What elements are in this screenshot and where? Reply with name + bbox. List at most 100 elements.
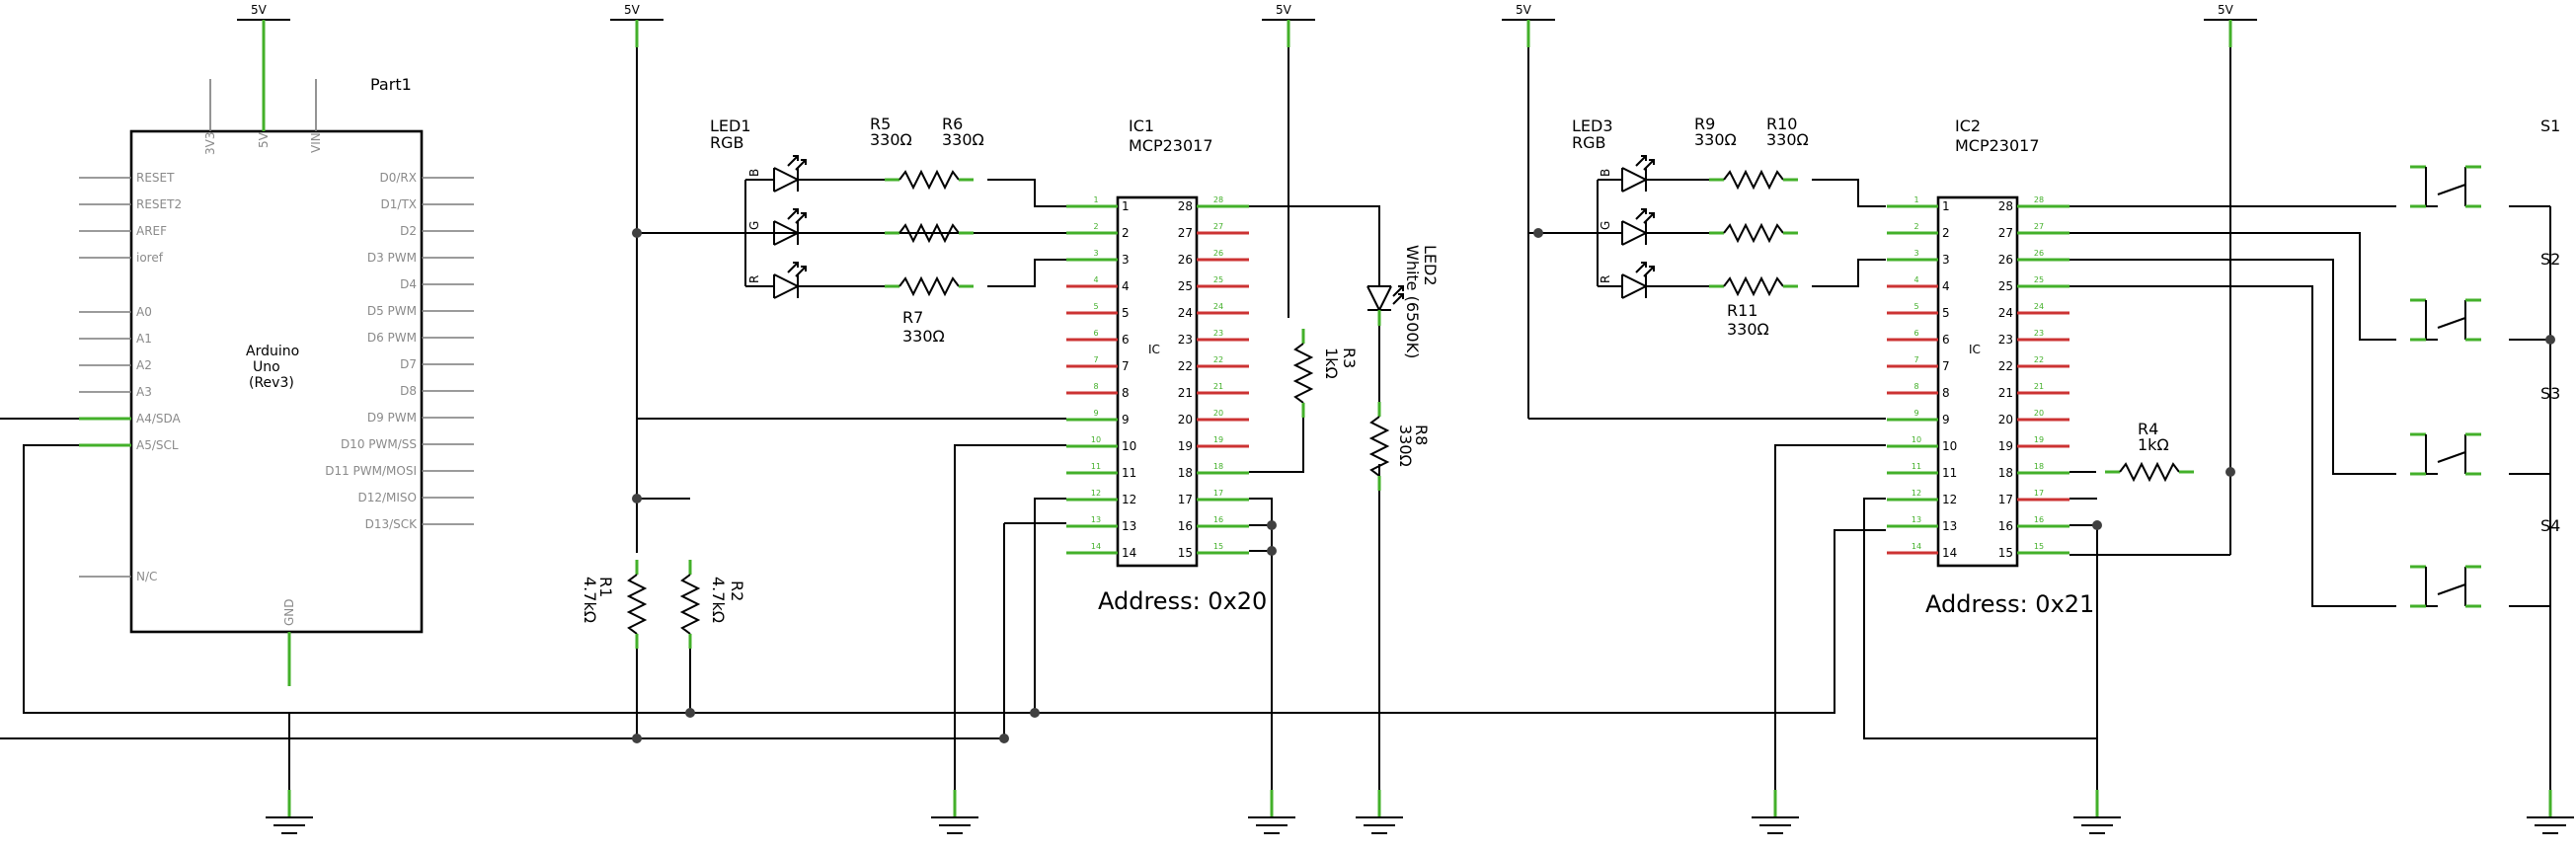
switch-s1: S1	[2408, 116, 2560, 208]
r3-ref: R3	[1340, 348, 1359, 368]
vcc-label-1: 5V	[251, 3, 268, 17]
led1-leg-r: R	[747, 275, 761, 283]
svg-text:IC: IC	[1969, 343, 1981, 356]
vcc-ic1: 5V	[1260, 3, 1317, 49]
ic-left-pin-small: 10	[1912, 435, 1921, 444]
ic-left-pin-small: 2	[1913, 222, 1918, 231]
ic2-address: Address: 0x21	[1925, 590, 2094, 618]
ic-left-pin-num: 5	[1122, 306, 1130, 320]
ic-left-pin-small: 5	[1913, 302, 1918, 311]
led1-ref: LED1	[710, 116, 751, 135]
arduino-right-pin-label: D3 PWM	[367, 251, 417, 265]
arduino-left-pin-label: A0	[136, 305, 152, 319]
ic-left-pin-small: 5	[1093, 302, 1098, 311]
ic-left-pin-small: 4	[1093, 275, 1098, 284]
r10-ref: R10	[1766, 115, 1797, 133]
ic-right-pin-small: 28	[2034, 195, 2044, 204]
arduino-part-label: Part1	[370, 75, 412, 94]
ic-right-pin-small: 28	[1213, 195, 1223, 204]
ic-right-pin-num: 26	[1178, 253, 1193, 267]
r7-ref: R7	[902, 308, 923, 327]
ic-left-pin-small: 9	[1913, 409, 1918, 418]
ic-right-pin-num: 22	[1178, 359, 1193, 373]
arduino-left-pin-label: RESET	[136, 171, 175, 185]
ic-left-pin-num: 2	[1942, 226, 1950, 240]
ic-left-pin-num: 7	[1122, 359, 1130, 373]
ic-right-pin-small: 26	[1213, 249, 1223, 258]
led1-rgb: LED1 RGB B G R	[710, 116, 885, 299]
ic-left-pin-num: 9	[1942, 413, 1950, 426]
ic-right-pin-num: 23	[1998, 333, 2013, 347]
ic-left-pin-num: 1	[1942, 199, 1950, 213]
arduino-right-pin-label: D7	[400, 357, 417, 371]
arduino-name-2: Uno	[253, 359, 280, 375]
ic1-part: MCP23017	[1129, 136, 1213, 155]
ic-left-pin-num: 10	[1942, 439, 1957, 453]
ic-right-pin-num: 20	[1178, 413, 1193, 426]
ic-right-pin-num: 18	[1998, 466, 2013, 480]
ic-left-pin-num: 9	[1122, 413, 1130, 426]
arduino-right-pin-label: D1/TX	[381, 197, 417, 211]
arduino-left-pin-label: A2	[136, 358, 152, 372]
ic-left-pin-num: 1	[1122, 199, 1130, 213]
ic-right-pin-num: 15	[1998, 546, 2013, 560]
switch-s4: S4	[2408, 516, 2560, 608]
r8-ref: R8	[1412, 425, 1431, 445]
r1-ref: R1	[596, 577, 615, 597]
ic-right-pin-num: 16	[1998, 519, 2013, 533]
ic-left-pin-small: 6	[1913, 329, 1918, 338]
ic-right-pin-small: 17	[2034, 489, 2044, 498]
r7-value: 330Ω	[902, 327, 945, 346]
arduino-right-pin-label: D9 PWM	[367, 411, 417, 425]
switch-s2: S2	[2408, 250, 2560, 342]
led3-leg-g: G	[1599, 221, 1612, 230]
arduino-pin-3v3: 3V3	[203, 132, 217, 155]
arduino-left-pin-label: A1	[136, 332, 152, 346]
ic-right-pin-small: 25	[2034, 275, 2044, 284]
r5-ref: R5	[870, 115, 891, 133]
ic-right-pin-num: 24	[1998, 306, 2013, 320]
arduino-right-pin-label: D0/RX	[380, 171, 417, 185]
arduino-right-pin-label: D8	[400, 384, 417, 398]
ic-right-pin-num: 19	[1178, 439, 1193, 453]
arduino-right-pin-label: D2	[400, 224, 417, 238]
ic1-address: Address: 0x20	[1098, 587, 1267, 615]
ic-right-pin-num: 15	[1178, 546, 1193, 560]
vcc-label-4: 5V	[1516, 3, 1532, 17]
resistor-mid-2	[1707, 223, 1800, 243]
arduino-left-pin-label: A4/SDA	[136, 412, 182, 426]
r1-value: 4.7kΩ	[581, 577, 599, 623]
led1-leg-g: G	[747, 221, 761, 230]
arduino-left-pin-label: A3	[136, 385, 152, 399]
ground-symbol	[264, 788, 315, 835]
ic-left-pin-small: 9	[1093, 409, 1098, 418]
arduino-right-pin-label: D4	[400, 277, 417, 291]
ic-left-pin-small: 8	[1913, 382, 1918, 391]
arduino-pin-gnd: GND	[282, 598, 296, 626]
ic-right-pin-small: 16	[1213, 515, 1223, 524]
vcc-led3: 5V	[1500, 3, 1557, 49]
vcc-arduino: 5V	[235, 3, 292, 49]
vcc-label-3: 5V	[1276, 3, 1292, 17]
ic-left-pin-num: 3	[1122, 253, 1130, 267]
arduino-name-3: (Rev3)	[249, 375, 294, 391]
resistor-r11: R11 330Ω	[1707, 276, 1800, 339]
ic-left-pin-num: 2	[1122, 226, 1130, 240]
ic-right-pin-num: 27	[1998, 226, 2013, 240]
ground-symbol	[1750, 788, 1801, 835]
resistor-r2: R2 4.7kΩ	[680, 558, 746, 651]
ic-left-pin-small: 12	[1912, 489, 1921, 498]
ic-right-pin-small: 26	[2034, 249, 2044, 258]
ic-right-pin-num: 19	[1998, 439, 2013, 453]
ic-left-pin-small: 4	[1913, 275, 1918, 284]
vcc-label-5: 5V	[2218, 3, 2234, 17]
ic-left-pin-num: 8	[1122, 386, 1130, 400]
ic-left-pin-num: 12	[1122, 493, 1136, 506]
resistor-r1: R1 4.7kΩ	[581, 558, 647, 651]
ic-right-pin-small: 24	[2034, 302, 2044, 311]
ic1-ref: IC1	[1129, 116, 1154, 135]
ic-right-pin-small: 21	[2034, 382, 2044, 391]
s2-label: S2	[2540, 250, 2560, 269]
ic-left-pin-num: 4	[1122, 279, 1130, 293]
vcc-ic2: 5V	[2202, 3, 2259, 49]
